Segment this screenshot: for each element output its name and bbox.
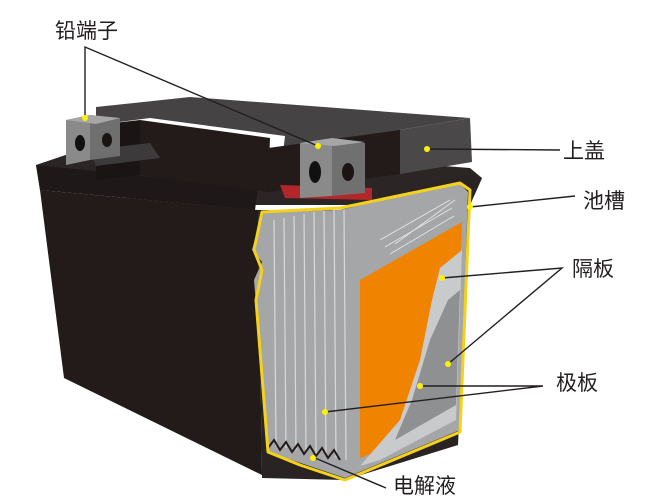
dot-electrode-1 <box>417 383 423 389</box>
leader-battery-case <box>469 195 576 208</box>
lead-terminal-right <box>280 138 372 200</box>
leader-electrode-plate <box>324 385 544 413</box>
label-lead-terminal: 铅端子 <box>55 19 118 43</box>
cutaway-interior <box>252 181 472 482</box>
leader-lines <box>84 45 576 489</box>
dot-electrolyte <box>310 455 316 461</box>
label-electrode-plate: 极板 <box>556 371 598 395</box>
dot-top-cover <box>424 146 430 152</box>
plate-fins <box>273 209 347 461</box>
leader-top-cover <box>426 148 561 151</box>
dot-separator-2 <box>445 361 451 367</box>
dot-separator-1 <box>439 275 445 281</box>
dot-terminal-right <box>315 143 321 149</box>
dot-electrode-2 <box>322 409 328 415</box>
label-electrolyte: 电解液 <box>393 474 456 498</box>
dot-battery-case <box>467 204 473 210</box>
dot-terminal-left <box>82 115 88 121</box>
label-separator: 隔板 <box>572 257 614 281</box>
leader-electrolyte <box>314 457 387 489</box>
label-battery-case: 池槽 <box>583 189 625 213</box>
callout-dots <box>82 115 473 461</box>
cutaway-outline <box>252 181 472 482</box>
leader-lead-terminal <box>84 45 319 147</box>
leader-separator <box>441 267 565 365</box>
label-top-cover: 上盖 <box>563 139 605 163</box>
lead-terminal-left <box>66 115 120 165</box>
